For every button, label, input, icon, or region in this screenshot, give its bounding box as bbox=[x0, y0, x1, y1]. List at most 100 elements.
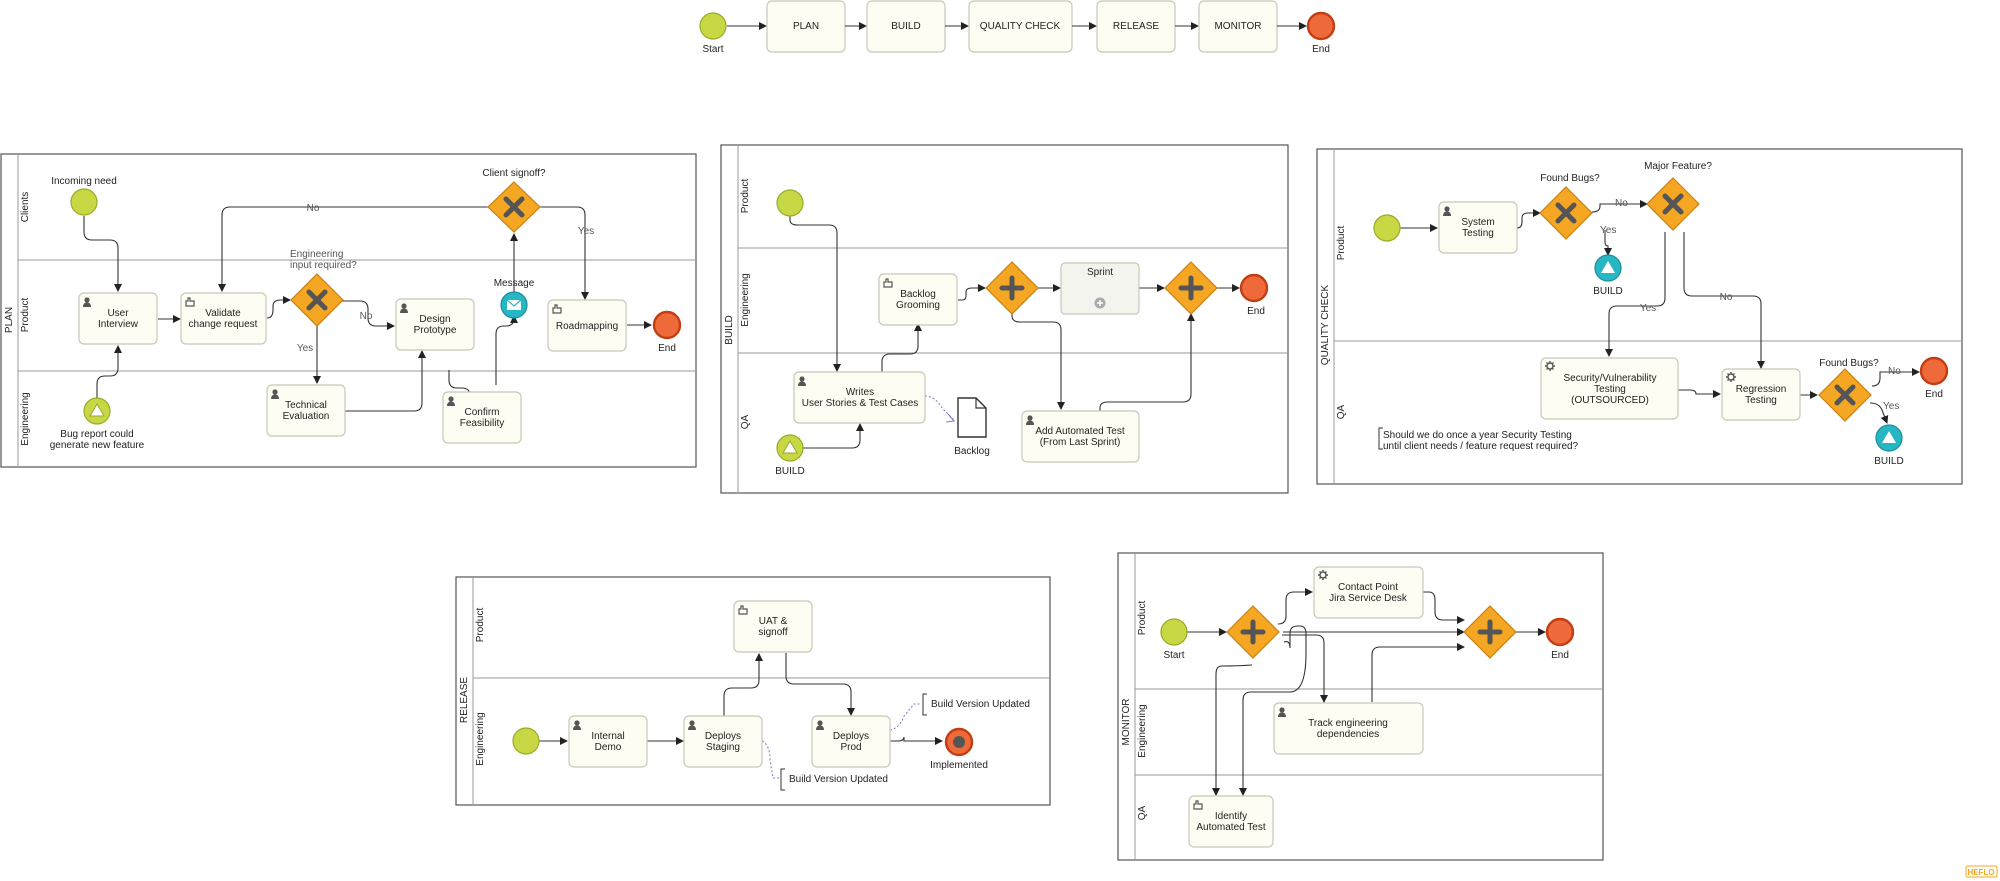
qc-start-event[interactable] bbox=[1373, 214, 1401, 242]
plan-message-label: Message bbox=[494, 278, 535, 289]
plan-engineering-input-gateway[interactable] bbox=[290, 273, 344, 327]
qc-found-bugs-gateway-2[interactable] bbox=[1818, 368, 1872, 422]
plan-bug-label-1: Bug report could bbox=[60, 429, 133, 440]
plan-lane-clients: Clients bbox=[20, 192, 31, 223]
build-lane-product: Product bbox=[740, 179, 751, 214]
qc-annotation: Should we do once a year Security Testin… bbox=[1378, 427, 1579, 452]
qc-note-label-2: until client needs / feature request req… bbox=[1383, 441, 1579, 452]
plan-validate-change-request-task[interactable]: Validate change request bbox=[180, 292, 267, 345]
build-sprint-subprocess[interactable]: Sprint bbox=[1060, 262, 1140, 315]
triangle-icon bbox=[89, 403, 105, 417]
qc-system-testing-task[interactable]: System Testing bbox=[1438, 201, 1518, 254]
release-note-bottom-label: Build Version Updated bbox=[789, 774, 888, 785]
overview-step-release-label: RELEASE bbox=[1113, 21, 1159, 32]
monitor-start-event[interactable] bbox=[1160, 618, 1188, 646]
build-backlog-grooming-label-1: Backlog bbox=[900, 289, 936, 300]
qc-security-label-1: Security/Vulnerability bbox=[1563, 373, 1656, 384]
release-pool: RELEASE Product Engineering UAT & signof… bbox=[455, 576, 1051, 806]
overview-end-label: End bbox=[1312, 44, 1330, 55]
monitor-parallel-gateway-join[interactable] bbox=[1463, 605, 1517, 659]
qc-found-bugs-gateway[interactable] bbox=[1539, 186, 1593, 240]
qc-end-event[interactable] bbox=[1919, 356, 1949, 386]
build-start-event[interactable] bbox=[776, 189, 804, 217]
qc-yes-label-2: Yes bbox=[1640, 303, 1656, 314]
qc-yes-label-3: Yes bbox=[1883, 401, 1899, 412]
plan-technical-evaluation-task[interactable]: Technical Evaluation bbox=[266, 384, 346, 437]
plan-confirm-feasibility-task[interactable]: Confirm Feasibility bbox=[442, 391, 522, 444]
plan-end-label: End bbox=[658, 343, 676, 354]
build-backlog-grooming-label-2: Grooming bbox=[896, 300, 940, 311]
plan-start-event[interactable] bbox=[70, 188, 98, 216]
build-end-event[interactable] bbox=[1239, 273, 1269, 303]
monitor-identify-automated-test-task[interactable]: Identify Automated Test bbox=[1188, 795, 1274, 848]
monitor-lane-product: Product bbox=[1137, 601, 1148, 636]
triangle-icon bbox=[1601, 261, 1615, 273]
plan-user-interview-task[interactable]: User Interview bbox=[78, 292, 158, 345]
release-implemented-label: Implemented bbox=[930, 760, 988, 771]
release-note-top-label: Build Version Updated bbox=[931, 699, 1030, 710]
build-writes-user-stories-task[interactable]: Writes User Stories & Test Cases bbox=[793, 371, 926, 424]
release-deploys-staging-task[interactable]: Deploys Staging bbox=[683, 715, 763, 768]
release-deploys-prod-task[interactable]: Deploys Prod bbox=[811, 715, 891, 768]
monitor-end-event[interactable] bbox=[1545, 617, 1575, 647]
plan-design-prototype-task[interactable]: Design Prototype bbox=[395, 298, 475, 351]
qc-build-event-1[interactable] bbox=[1594, 254, 1622, 282]
monitor-contact-label-1: Contact Point bbox=[1338, 582, 1398, 593]
qc-note-label-1: Should we do once a year Security Testin… bbox=[1383, 430, 1572, 441]
plan-eng-input-label-2: input required? bbox=[290, 260, 357, 271]
build-parallel-gateway-join[interactable] bbox=[1164, 261, 1218, 315]
qc-build-label-2: BUILD bbox=[1874, 456, 1903, 467]
release-start-event[interactable] bbox=[512, 727, 540, 755]
build-parallel-gateway-split[interactable] bbox=[985, 261, 1039, 315]
release-lane-engineering: Engineering bbox=[475, 712, 486, 765]
qc-system-label-1: System bbox=[1461, 217, 1494, 228]
build-writes-label-2: User Stories & Test Cases bbox=[802, 398, 919, 409]
qc-regression-testing-task[interactable]: Regression Testing bbox=[1721, 368, 1801, 421]
plan-validate-label-2: change request bbox=[189, 319, 258, 330]
plan-message-event[interactable] bbox=[500, 291, 528, 319]
build-backlog-grooming-task[interactable]: Backlog Grooming bbox=[878, 273, 958, 326]
qc-security-testing-task[interactable]: Security/Vulnerability Testing (OUTSOURC… bbox=[1540, 357, 1679, 420]
plan-incoming-need-label: Incoming need bbox=[51, 176, 117, 187]
monitor-parallel-gateway-split[interactable] bbox=[1226, 605, 1280, 659]
plan-design-label-1: Design bbox=[419, 314, 450, 325]
plan-technical-label-1: Technical bbox=[285, 400, 327, 411]
qc-end-label: End bbox=[1925, 389, 1943, 400]
plan-roadmapping-task[interactable]: Roadmapping bbox=[547, 299, 627, 352]
qc-pool-label: QUALITY CHECK bbox=[1320, 284, 1331, 365]
plan-technical-label-2: Evaluation bbox=[283, 411, 330, 422]
overview-step-build-label: BUILD bbox=[891, 21, 920, 32]
release-implemented-event[interactable] bbox=[944, 727, 974, 757]
build-end-label: End bbox=[1247, 306, 1265, 317]
build-add-automated-test-task[interactable]: Add Automated Test (From Last Sprint) bbox=[1021, 410, 1140, 463]
build-backlog-data-object[interactable]: Backlog bbox=[954, 397, 990, 457]
release-internal-demo-task[interactable]: Internal Demo bbox=[568, 715, 648, 768]
release-annotation-bottom: Build Version Updated bbox=[780, 768, 888, 791]
plan-end-event[interactable] bbox=[652, 310, 682, 340]
qc-build-event-2[interactable] bbox=[1875, 424, 1903, 452]
build-build-start-event[interactable] bbox=[776, 434, 804, 462]
plan-client-signoff-gateway[interactable] bbox=[487, 181, 541, 233]
release-annotation-top: Build Version Updated bbox=[922, 693, 1030, 716]
plan-lane-engineering: Engineering bbox=[20, 392, 31, 445]
qc-lane-qa: QA bbox=[1336, 404, 1347, 419]
plan-bug-report-event[interactable] bbox=[83, 397, 111, 425]
build-automated-label-1: Add Automated Test bbox=[1035, 426, 1125, 437]
overview-end-event[interactable] bbox=[1306, 11, 1336, 41]
release-internal-label-2: Demo bbox=[595, 742, 622, 753]
heflo-logo-text: HEFLO bbox=[1967, 868, 1994, 877]
release-uat-signoff-task[interactable]: UAT & signoff bbox=[733, 600, 813, 653]
qc-major-feature-gateway[interactable] bbox=[1646, 177, 1700, 231]
overview-start-event[interactable] bbox=[699, 12, 727, 40]
plan-no-label-2: No bbox=[360, 311, 373, 322]
plan-user-interview-label-1: User bbox=[107, 308, 129, 319]
monitor-track-dependencies-task[interactable]: Track engineering dependencies bbox=[1273, 702, 1424, 755]
monitor-contact-point-task[interactable]: Contact Point Jira Service Desk bbox=[1313, 566, 1424, 619]
monitor-lane-engineering: Engineering bbox=[1137, 704, 1148, 757]
build-lane-engineering: Engineering bbox=[740, 273, 751, 326]
triangle-icon bbox=[782, 440, 798, 454]
release-staging-label-2: Staging bbox=[706, 742, 740, 753]
plan-pool-label: PLAN bbox=[4, 307, 15, 333]
expand-icon bbox=[1094, 297, 1106, 309]
qc-found-bugs-label: Found Bugs? bbox=[1540, 173, 1600, 184]
